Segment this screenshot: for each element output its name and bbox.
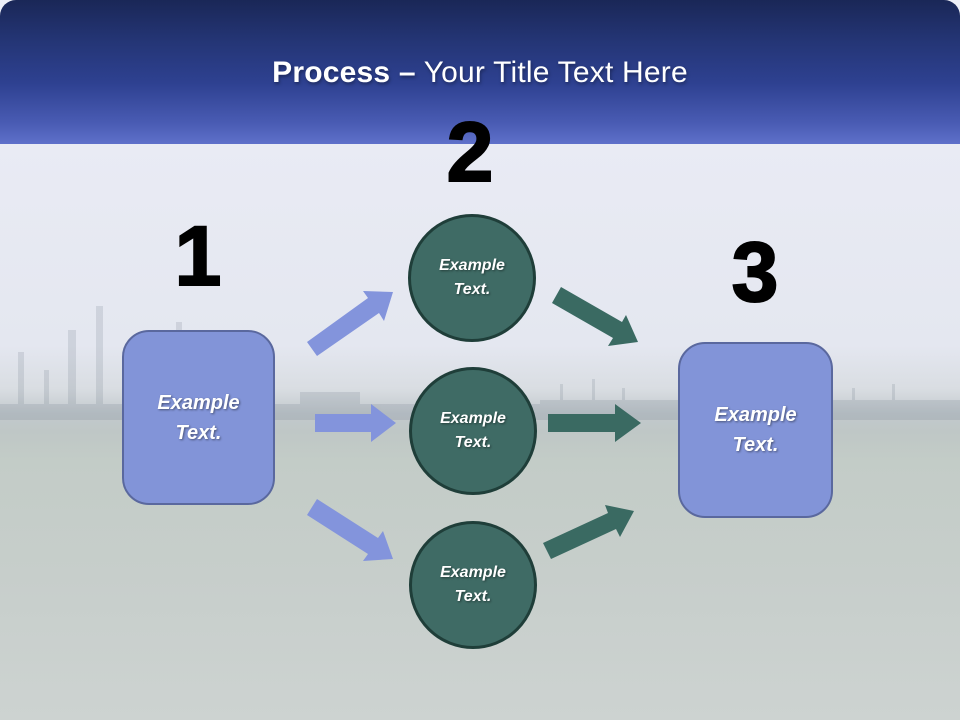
step1-box-line1: Example xyxy=(157,391,240,414)
circle-top-line2: Text. xyxy=(453,281,491,298)
step3-box-line2: Text. xyxy=(732,434,779,456)
arrow-left-to-top-circle xyxy=(307,291,393,356)
step1-box: Example Text. xyxy=(122,330,275,505)
arrow-middle-circle-to-right xyxy=(548,404,641,442)
arrow-bottom-circle-to-right xyxy=(543,505,634,559)
circle-bottom-line2: Text. xyxy=(454,588,492,605)
step2-circle-bottom: Example Text. xyxy=(409,521,537,649)
step3-box-line1: Example xyxy=(714,404,797,426)
step3-box: Example Text. xyxy=(678,342,833,518)
arrow-top-circle-to-right xyxy=(552,287,638,346)
step-number-1: 1 xyxy=(174,209,223,303)
step1-box-line2: Text. xyxy=(175,421,222,444)
title-keyword: Process – xyxy=(272,56,416,89)
slide-title: Process – Your Title Text Here xyxy=(0,56,960,90)
circle-middle-line1: Example xyxy=(440,410,506,427)
step-number-2: 2 xyxy=(446,105,495,199)
arrow-left-to-middle-circle xyxy=(315,404,396,442)
arrow-left-to-bottom-circle xyxy=(307,499,393,561)
title-rest: Your Title Text Here xyxy=(415,56,688,89)
title-band xyxy=(0,0,960,144)
circle-middle-line2: Text. xyxy=(454,434,492,451)
step2-circle-top: Example Text. xyxy=(408,214,536,342)
step-number-3: 3 xyxy=(731,225,780,319)
step2-circle-middle: Example Text. xyxy=(409,367,537,495)
circle-top-line1: Example xyxy=(439,257,505,274)
circle-bottom-line1: Example xyxy=(440,564,506,581)
